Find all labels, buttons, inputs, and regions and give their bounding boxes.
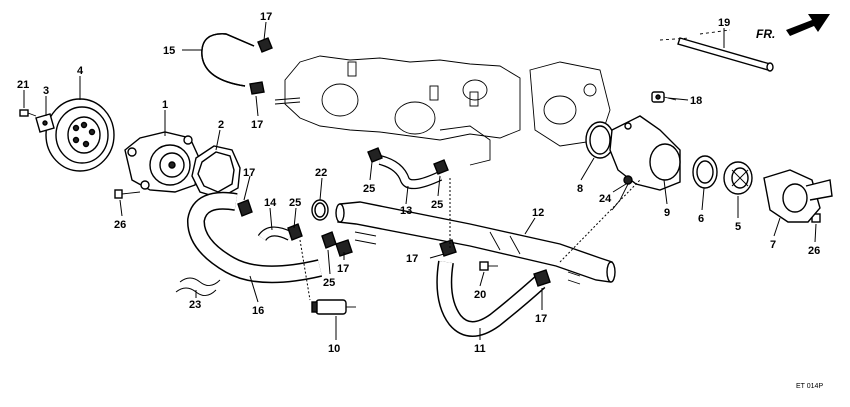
callout-15: 15 [163, 45, 175, 57]
leader-lines [23, 21, 817, 340]
callout-19: 19 [718, 17, 730, 29]
callout-26-right: 26 [808, 245, 820, 257]
part-19-pipe [677, 37, 774, 72]
callout-21: 21 [17, 79, 29, 91]
callout-25-a: 25 [363, 183, 375, 195]
figure-code: ET 014P [796, 383, 823, 390]
part-16-hose [187, 191, 323, 284]
callout-7: 7 [770, 239, 776, 251]
callout-17-lower: 17 [535, 313, 547, 325]
part-10-sensor [311, 299, 356, 315]
hose-clamps [237, 37, 551, 287]
clamp-25d [321, 231, 337, 249]
part-15-hose [201, 33, 255, 87]
clamp-25a [367, 147, 383, 163]
clamp-25b [433, 159, 449, 175]
part-12-water-pipe [335, 201, 616, 285]
callout-17-top: 17 [260, 11, 272, 23]
front-arrow-icon [786, 14, 830, 36]
part-26-bolt-left [114, 189, 141, 199]
callout-labels: 1 2 3 4 5 6 7 8 9 10 11 12 13 14 15 16 1… [17, 11, 820, 355]
callout-9: 9 [664, 207, 670, 219]
callout-14: 14 [264, 197, 277, 209]
callout-18: 18 [690, 95, 702, 107]
part-11-hose [436, 260, 546, 337]
clamp-17d [335, 239, 353, 257]
callout-13: 13 [400, 205, 412, 217]
callout-25-c: 25 [289, 197, 301, 209]
clamp-17e [439, 239, 457, 257]
callout-24: 24 [599, 193, 612, 205]
callout-1: 1 [162, 99, 168, 111]
callout-5: 5 [735, 221, 741, 233]
part-23-clip [175, 277, 221, 296]
part-18-sensor [651, 91, 677, 103]
callout-25-d: 25 [323, 277, 335, 289]
clamp-17c [237, 199, 253, 217]
callout-17-upper: 17 [251, 119, 263, 131]
clamp-17f [533, 269, 551, 287]
callout-10: 10 [328, 343, 340, 355]
callout-22: 22 [315, 167, 327, 179]
callout-25-b: 25 [431, 199, 443, 211]
clamp-17b [249, 81, 265, 95]
part-3-bracket [35, 113, 55, 133]
part-6-seal [692, 155, 718, 189]
callout-20: 20 [474, 289, 486, 301]
callout-16: 16 [252, 305, 264, 317]
callout-17-center: 17 [337, 263, 349, 275]
part-24-nut [623, 175, 633, 185]
front-direction-indicator: FR. [756, 14, 830, 41]
part-9-housing [609, 115, 681, 211]
clamp-17a [257, 37, 273, 53]
part-5-thermostat [723, 161, 753, 195]
part-1-water-pump [124, 131, 201, 193]
callout-4: 4 [77, 65, 84, 77]
callout-11: 11 [474, 343, 486, 355]
part-7-cover [763, 169, 833, 223]
part-2-gasket [191, 145, 241, 199]
callout-26-left: 26 [114, 219, 126, 231]
part-4-pulley [45, 98, 115, 172]
part-21-bolt [19, 109, 37, 117]
part-8-gasket [585, 121, 615, 159]
callout-17-mid: 17 [243, 167, 255, 179]
callout-8: 8 [577, 183, 583, 195]
callout-17-pipe: 17 [406, 253, 418, 265]
clamp-25c [287, 223, 303, 241]
part-13-hose [378, 155, 443, 190]
front-direction-label: FR. [756, 27, 775, 41]
callout-12: 12 [532, 207, 544, 219]
part-20-bolt [479, 261, 498, 271]
callout-2: 2 [218, 119, 224, 131]
callout-23: 23 [189, 299, 201, 311]
part-22-o-ring [311, 199, 329, 221]
part-14-hose [257, 226, 293, 242]
callout-6: 6 [698, 213, 704, 225]
callout-3: 3 [43, 85, 49, 97]
